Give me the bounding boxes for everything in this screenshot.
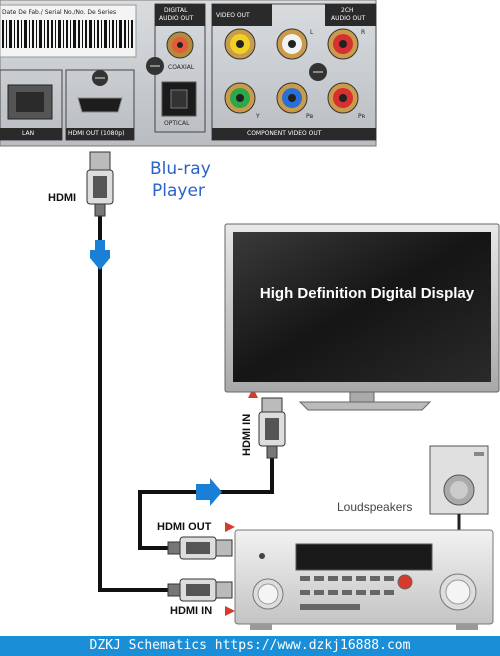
optical-label: OPTICAL bbox=[164, 120, 190, 127]
port-y-label: Y bbox=[256, 113, 260, 120]
speaker-logo bbox=[474, 452, 484, 456]
port-r-label: R bbox=[361, 29, 366, 36]
display-title: High Definition Digital Display bbox=[259, 285, 475, 302]
component-video-out-label: COMPONENT VIDEO OUT bbox=[247, 130, 322, 137]
tv-stand bbox=[298, 401, 432, 411]
cable-diagram bbox=[86, 151, 286, 616]
red-arrow-hdmi-out bbox=[225, 522, 235, 532]
red-arrow-hdmi-in bbox=[225, 606, 235, 616]
blue-arrow-down-stem bbox=[95, 240, 105, 252]
hdmi-plug-receiver-in bbox=[167, 578, 233, 602]
receiver-hdmi-out-label: HDMI OUT bbox=[157, 521, 212, 533]
receiver-buttons bbox=[300, 576, 394, 610]
speaker-dust-cap bbox=[450, 481, 468, 499]
audio-2ch-label-1: 2CH bbox=[341, 7, 354, 14]
serial-label: Date De Fab./ Serial No./No. De Series bbox=[2, 9, 117, 16]
audio-2ch-label-2: AUDIO OUT bbox=[331, 15, 366, 22]
red-arrow-tv-hdmi-in bbox=[248, 388, 258, 398]
lan-label: LAN bbox=[22, 130, 35, 137]
loudspeakers-label: Loudspeakers bbox=[337, 500, 413, 514]
receiver-hdmi-in-label: HDMI IN bbox=[170, 605, 213, 617]
bluray-name-line2: Player bbox=[152, 181, 205, 201]
digital-audio-out-label-1: DIGITAL bbox=[164, 7, 188, 14]
cable-receiver-to-tv bbox=[138, 458, 274, 550]
cable-bluray-to-receiver bbox=[98, 215, 170, 592]
port-pb-label: Pʙ bbox=[306, 113, 314, 120]
hdmi-plug-receiver-out bbox=[167, 536, 233, 560]
receiver-foot-left bbox=[250, 624, 272, 630]
bluray-name-line1: Blu-ray bbox=[150, 159, 211, 179]
receiver-standby-led bbox=[259, 553, 265, 559]
receiver-foot-right bbox=[456, 624, 478, 630]
barcode bbox=[2, 20, 133, 48]
receiver-power-indicator bbox=[397, 574, 413, 590]
coaxial-label: COAXIAL bbox=[168, 64, 195, 71]
bluray-panel-graphic bbox=[0, 0, 377, 147]
hdmi-out-1080p-label: HDMI OUT (1080p) bbox=[68, 130, 125, 137]
port-pr-label: Pʀ bbox=[358, 113, 366, 120]
receiver-graphic bbox=[234, 529, 494, 630]
blue-arrow-right bbox=[196, 478, 222, 506]
bluray-player-label: Blu-ray Player bbox=[150, 158, 230, 202]
footer-banner: DZKJ Schematics https://www.dzkj16888.co… bbox=[0, 636, 500, 656]
hdmi-cable-label: HDMI bbox=[48, 192, 77, 204]
speaker-graphic bbox=[429, 445, 489, 530]
receiver-display bbox=[295, 543, 433, 571]
tv-graphic bbox=[224, 223, 500, 411]
hdmi-plug-bluray bbox=[86, 151, 114, 217]
digital-audio-out-label-2: AUDIO OUT bbox=[159, 15, 194, 22]
tv-screen bbox=[233, 232, 491, 382]
video-out-label: VIDEO OUT bbox=[216, 12, 250, 19]
port-l-label: L bbox=[310, 29, 314, 36]
hdmi-plug-tv bbox=[258, 397, 286, 459]
blue-arrow-down bbox=[90, 250, 110, 270]
